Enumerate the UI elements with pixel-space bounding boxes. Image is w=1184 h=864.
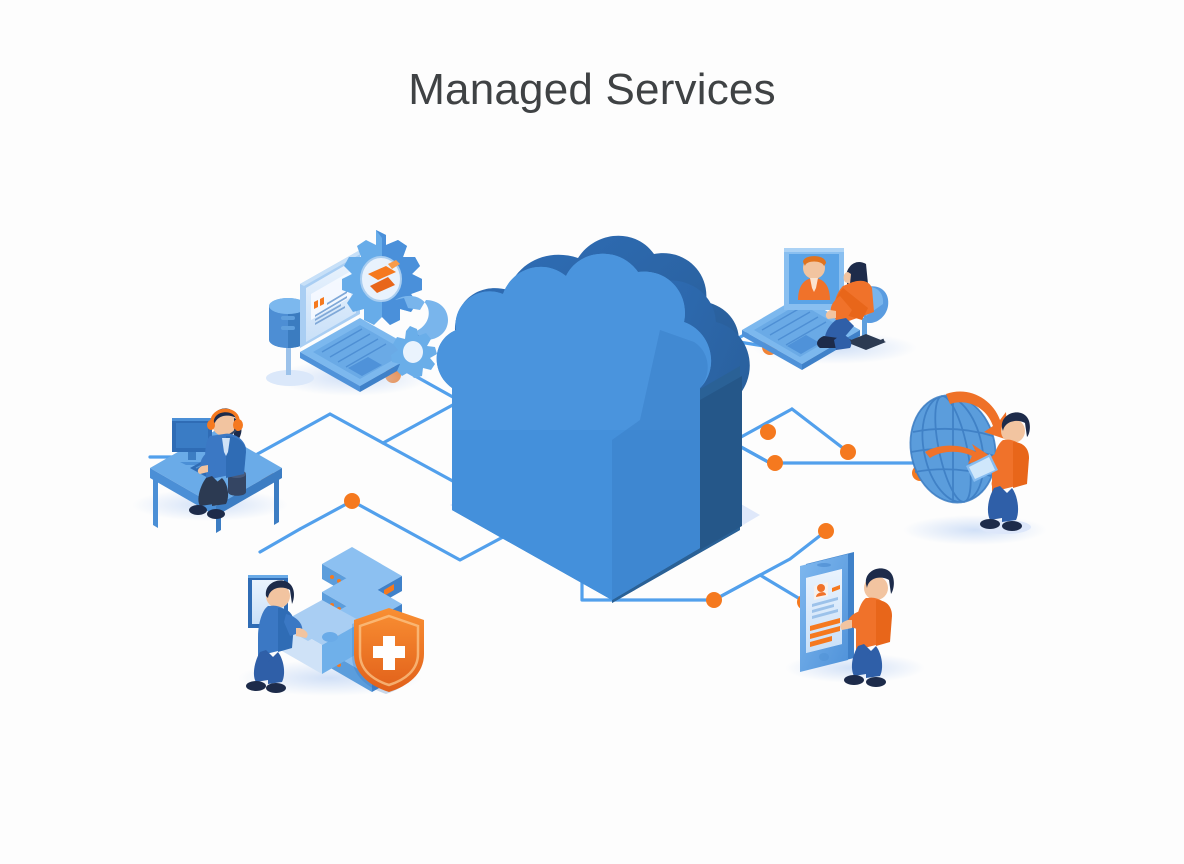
- connector-dot: [706, 592, 722, 608]
- connector-dot: [818, 523, 834, 539]
- support-agent: [189, 408, 246, 519]
- person-at-laptop: [817, 261, 874, 350]
- video-avatar: [798, 256, 830, 300]
- office-chair: [846, 286, 889, 350]
- gear-icon: [342, 230, 422, 325]
- person-with-tablet: [966, 412, 1031, 534]
- person-with-phone: [840, 568, 894, 687]
- connector-dot: [760, 424, 776, 440]
- node-global-access[interactable]: [901, 387, 1047, 545]
- security-shield-icon: [352, 608, 424, 694]
- connector-dot: [767, 455, 783, 471]
- node-helpdesk[interactable]: [132, 408, 288, 533]
- node-mobile-app[interactable]: [785, 552, 925, 687]
- cloud-center: [436, 235, 760, 603]
- node-maintenance[interactable]: [266, 230, 448, 396]
- tablet-device: [800, 552, 854, 672]
- node-video-support[interactable]: [742, 248, 917, 370]
- page-title: Managed Services: [408, 65, 776, 114]
- person-at-server: [246, 580, 308, 693]
- connector-dot: [840, 444, 856, 460]
- sync-arrow-icon: [925, 391, 1008, 464]
- server-tower-icon: [266, 298, 314, 386]
- node-infrastructure[interactable]: [238, 547, 424, 696]
- connector-dot: [344, 493, 360, 509]
- small-gear-icon: [391, 326, 437, 378]
